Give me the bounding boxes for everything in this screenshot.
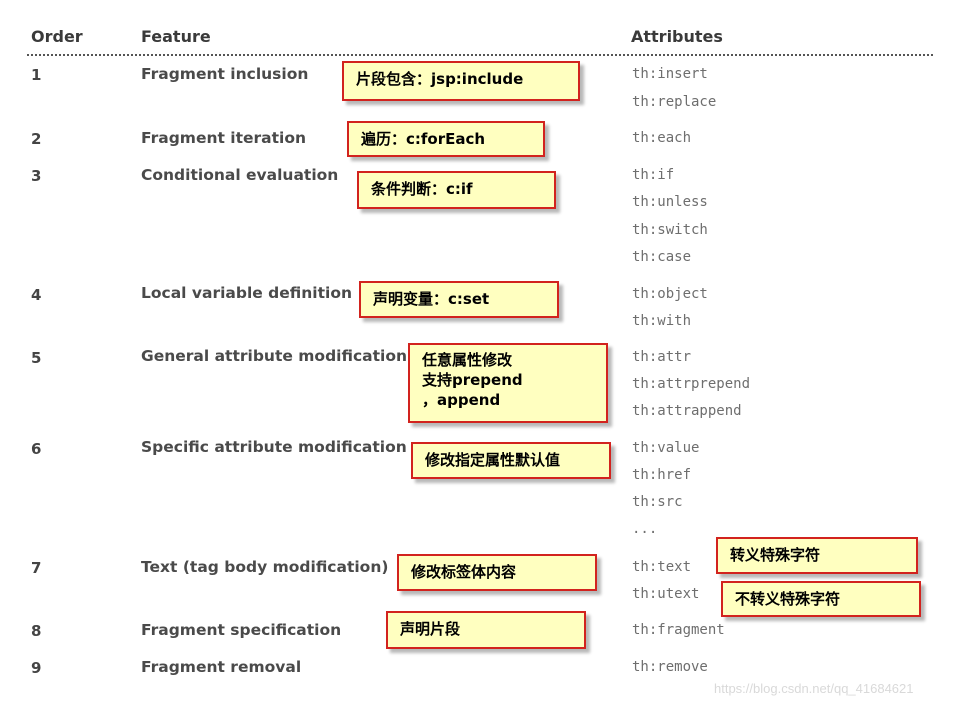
note-unescaped-special-chars: 不转义特殊字符	[721, 581, 921, 617]
row-5-attr-1: th:attr	[632, 349, 692, 365]
row-1-attr-2: th:replace	[632, 94, 717, 110]
header-divider	[27, 54, 933, 56]
row-5-attr-2: th:attrprepend	[632, 376, 751, 392]
row-4-order: 4	[31, 286, 42, 304]
row-8-attr-1: th:fragment	[632, 622, 725, 638]
row-9-order: 9	[31, 659, 42, 677]
row-3-attr-3: th:switch	[632, 222, 708, 238]
row-5-feature: General attribute modification	[141, 347, 408, 365]
header-order: Order	[31, 27, 83, 46]
row-6-attr-2: th:href	[632, 467, 692, 483]
note-specific-attribute: 修改指定属性默认值	[411, 442, 611, 479]
note-escape-special-chars: 转义特殊字符	[716, 537, 918, 574]
note-fragment-inclusion: 片段包含：jsp:include	[342, 61, 580, 101]
row-5-attr-3: th:attrappend	[632, 403, 742, 419]
row-2-order: 2	[31, 130, 42, 148]
row-3-attr-4: th:case	[632, 249, 692, 265]
header-feature: Feature	[141, 27, 211, 46]
row-8-order: 8	[31, 622, 42, 640]
row-6-attr-3: th:src	[632, 494, 683, 510]
row-6-feature: Specific attribute modification	[141, 438, 407, 456]
note-fragment-iteration: 遍历：c:forEach	[347, 121, 545, 157]
row-6-order: 6	[31, 440, 42, 458]
row-2-feature: Fragment iteration	[141, 129, 307, 147]
row-7-feature: Text (tag body modification)	[141, 558, 389, 576]
row-7-order: 7	[31, 559, 42, 577]
row-4-attr-2: th:with	[632, 313, 692, 329]
header-attributes: Attributes	[631, 27, 723, 46]
row-8-feature: Fragment specification	[141, 621, 342, 639]
note-general-attribute: 任意属性修改 支持prepend ，append	[408, 343, 608, 423]
watermark: https://blog.csdn.net/qq_41684621	[714, 681, 914, 696]
row-3-attr-1: th:if	[632, 167, 675, 183]
row-1-order: 1	[31, 66, 42, 84]
row-5-order: 5	[31, 349, 42, 367]
row-6-attr-1: th:value	[632, 440, 700, 456]
row-3-order: 3	[31, 167, 42, 185]
row-7-attr-2: th:utext	[632, 586, 700, 602]
row-1-attr-1: th:insert	[632, 66, 708, 82]
row-1-feature: Fragment inclusion	[141, 65, 309, 83]
row-4-feature: Local variable definition	[141, 284, 353, 302]
note-local-variable: 声明变量：c:set	[359, 281, 559, 318]
row-9-feature: Fragment removal	[141, 658, 302, 676]
row-4-attr-1: th:object	[632, 286, 708, 302]
row-7-attr-1: th:text	[632, 559, 692, 575]
note-text-body: 修改标签体内容	[397, 554, 597, 591]
row-3-feature: Conditional evaluation	[141, 166, 339, 184]
note-conditional-evaluation: 条件判断：c:if	[357, 171, 556, 209]
row-9-attr-1: th:remove	[632, 659, 708, 675]
row-6-attr-4: ...	[632, 521, 658, 537]
row-2-attr-1: th:each	[632, 130, 692, 146]
note-fragment-specification: 声明片段	[386, 611, 586, 649]
row-3-attr-2: th:unless	[632, 194, 708, 210]
